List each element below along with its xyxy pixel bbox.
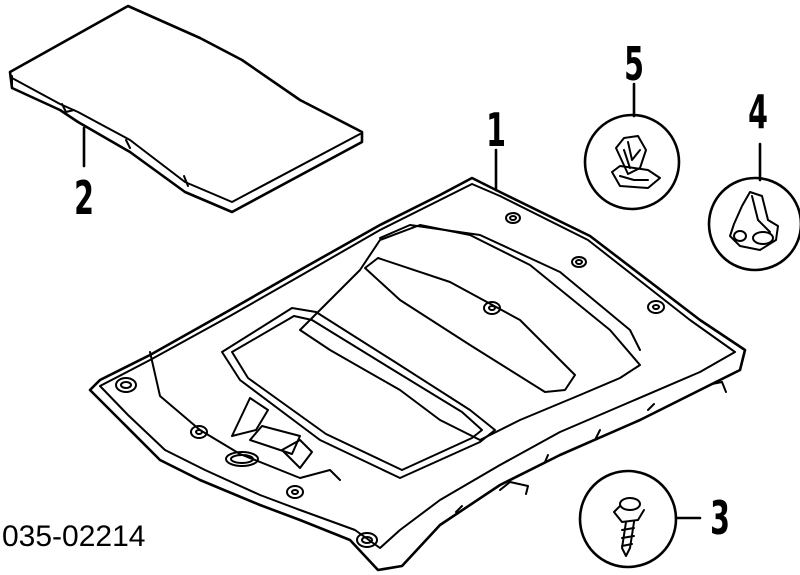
callout-4: 4 (748, 86, 768, 140)
part-1-headliner (88, 176, 747, 572)
part-4-clip (707, 176, 800, 272)
callout-2: 2 (74, 172, 94, 226)
part-2-pad (8, 4, 364, 214)
part-3-screw (578, 469, 678, 569)
callout-3: 3 (710, 492, 730, 546)
part-5-clip (583, 113, 681, 211)
catalog-number: 035-02214 (2, 520, 145, 553)
callout-5: 5 (624, 38, 644, 92)
callout-1: 1 (486, 104, 506, 158)
